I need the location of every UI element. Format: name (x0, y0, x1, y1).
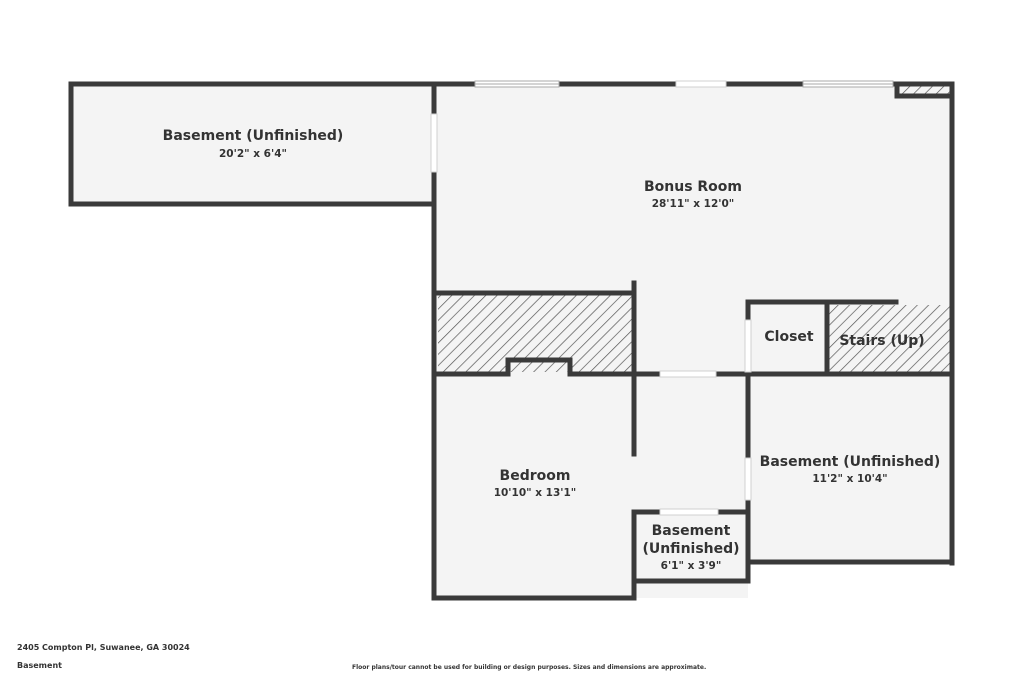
openings (430, 80, 894, 516)
room-dims-basement-top-left: 20'2" x 6'4" (219, 148, 287, 160)
door-opening (430, 113, 438, 173)
door-opening (744, 319, 752, 373)
door-opening (744, 457, 752, 501)
room-label-bonus-room: Bonus Room (644, 179, 742, 195)
wall (433, 357, 637, 377)
floor-basement-right (748, 374, 952, 562)
room-label-closet: Closet (764, 329, 814, 345)
disclaimer-text: Floor plans/tour cannot be used for buil… (352, 664, 707, 671)
floor-bedroom (436, 374, 748, 598)
room-dims-bonus-room: 28'11" x 12'0" (652, 198, 735, 210)
stairs-hatch (829, 305, 950, 373)
walls (68, 81, 955, 601)
room-dims-basement-small: 6'1" x 3'9" (661, 560, 722, 572)
window (675, 80, 727, 88)
room-label-stairs: Stairs (Up) (839, 333, 924, 349)
room-labels: Basement (Unfinished) 20'2" x 6'4" Bonus… (163, 128, 941, 572)
room-label-bedroom: Bedroom (500, 468, 571, 484)
door-opening (659, 508, 719, 516)
room-label-basement-small-line1: Basement (652, 523, 731, 539)
door-opening (659, 370, 717, 378)
chimney-hatch (899, 86, 950, 95)
room-dims-bedroom: 10'10" x 13'1" (494, 487, 577, 499)
property-address: 2405 Compton Pl, Suwanee, GA 30024 (17, 643, 190, 652)
floor-basement-top-left (72, 86, 436, 204)
room-label-basement-top-left: Basement (Unfinished) (163, 128, 344, 144)
room-dims-basement-right: 11'2" x 10'4" (812, 473, 887, 485)
floor-fills (72, 86, 952, 598)
room-label-basement-small-line2: (Unfinished) (642, 541, 739, 557)
floor-level-label: Basement (17, 661, 62, 670)
room-label-basement-right: Basement (Unfinished) (760, 454, 941, 470)
